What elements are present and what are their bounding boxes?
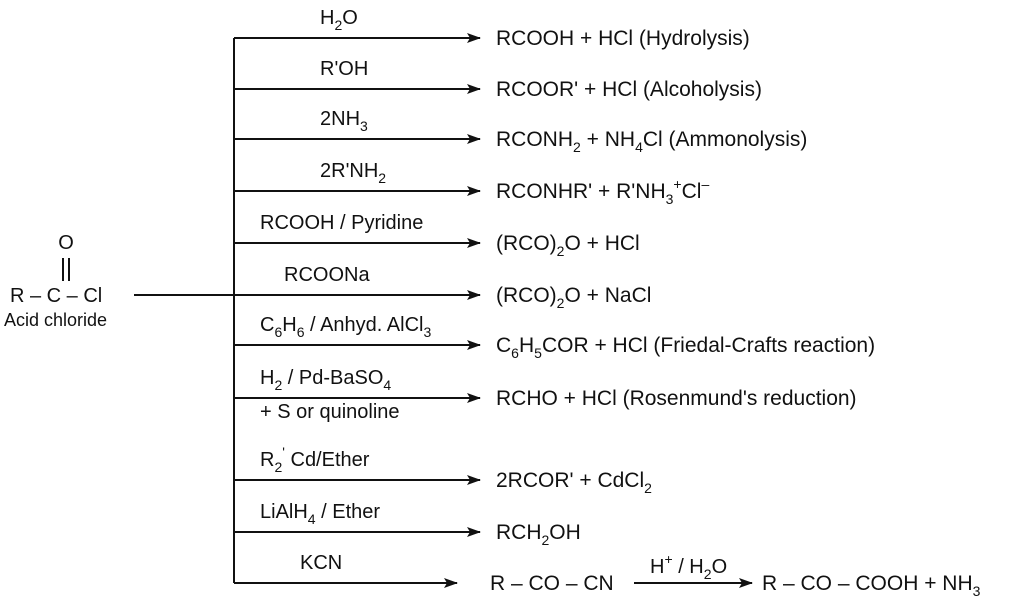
product-label: (RCO)2O + NaCl — [496, 284, 651, 311]
reagent-label-line2: + S or quinoline — [260, 401, 400, 423]
reagent-label: R'OH — [320, 58, 368, 80]
reagent-label: LiAlH4 / Ether — [260, 501, 380, 527]
acid-chloride-formula: R – C – Cl — [10, 285, 102, 307]
product-label: 2RCOR' + CdCl2 — [496, 469, 652, 496]
product-label: RCOOH + HCl (Hydrolysis) — [496, 27, 750, 50]
product-label: RCOOR' + HCl (Alcoholysis) — [496, 78, 762, 101]
second-reagent-label: H+ / H2O — [650, 551, 727, 582]
reaction-1: H2O RCOOH + HCl (Hydrolysis) — [234, 7, 750, 50]
reagent-label: H2O — [320, 7, 358, 33]
reagent-label: C6H6 / Anhyd. AlCl3 — [260, 314, 431, 340]
product-label: (RCO)2O + HCl — [496, 232, 640, 259]
product-label: RCH2OH — [496, 521, 581, 548]
reaction-9: R2' Cd/Ether 2RCOR' + CdCl2 — [234, 444, 652, 496]
acid-chloride-structure: O R – C – Cl Acid chloride — [4, 232, 107, 330]
reagent-label: RCOONa — [284, 264, 370, 286]
reaction-11: KCN R – CO – CN H+ / H2O R – CO – COOH + NH… — [234, 551, 981, 599]
product-label: R – CO – CN — [490, 572, 614, 595]
reagent-label: KCN — [300, 552, 342, 574]
reaction-list: H2O RCOOH + HCl (Hydrolysis) R'OH RCOOR' + … — [234, 7, 981, 599]
reaction-6: RCOONa (RCO)2O + NaCl — [234, 264, 651, 311]
acid-chloride-name: Acid chloride — [4, 310, 107, 330]
carbonyl-oxygen: O — [58, 232, 74, 254]
reagent-label: 2NH3 — [320, 108, 368, 134]
reagent-label: H2 / Pd-BaSO4 — [260, 367, 391, 393]
reaction-5: RCOOH / Pyridine (RCO)2O + HCl — [234, 212, 640, 259]
product-label: RCHO + HCl (Rosenmund's reduction) — [496, 387, 857, 410]
product-label: RCONHR' + R'NH3+Cl– — [496, 176, 709, 207]
reagent-label: 2R'NH2 — [320, 160, 386, 186]
reagent-label: RCOOH / Pyridine — [260, 212, 423, 234]
product-label: RCONH2 + NH4Cl (Ammonolysis) — [496, 128, 807, 155]
reagent-label: R2' Cd/Ether — [260, 444, 370, 475]
reaction-2: R'OH RCOOR' + HCl (Alcoholysis) — [234, 58, 762, 101]
product-label: C6H5COR + HCl (Friedal-Crafts reaction) — [496, 334, 875, 361]
reaction-8: H2 / Pd-BaSO4 + S or quinoline RCHO + HCl … — [234, 367, 857, 423]
second-product-label: R – CO – COOH + NH3 — [762, 572, 981, 599]
